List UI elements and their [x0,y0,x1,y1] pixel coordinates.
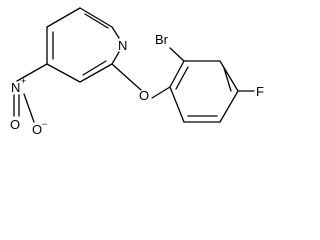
substituent-bonds [169,47,255,92]
pyridine-nitrogen-label: N [118,38,127,53]
bond [16,63,48,82]
nitro-nitrogen-charge: + [21,76,26,86]
chemical-structure: N O Br F N + O O − [10,7,264,137]
bond [219,90,239,123]
benzene-ring [169,60,239,123]
bond [46,7,81,28]
bromine-label: Br [155,32,169,47]
bond [175,66,189,90]
bond [169,86,185,123]
bond [223,67,232,92]
bond [111,63,142,91]
bond [82,60,107,76]
bond [46,63,81,83]
bond [79,7,113,28]
nitro-oxygen-label: O [10,117,20,132]
bond [169,47,185,62]
bond [111,26,120,39]
atom-labels: N O Br F N + O O − [10,32,264,137]
bond [219,60,239,92]
nitro-nitrogen-label: N [11,80,20,95]
nitro-oxide-charge: − [42,119,47,129]
bond [151,86,171,99]
ether-oxygen-label: O [139,88,149,103]
nitro-oxide-label: O [32,122,42,137]
nitro-group [13,63,48,123]
bond [23,93,35,123]
bond [111,51,120,65]
fluorine-label: F [256,84,264,99]
pyridine-ring [46,7,120,83]
bond [84,13,109,29]
ether-linkage [111,63,171,99]
bond [169,60,185,88]
bond [79,63,113,83]
